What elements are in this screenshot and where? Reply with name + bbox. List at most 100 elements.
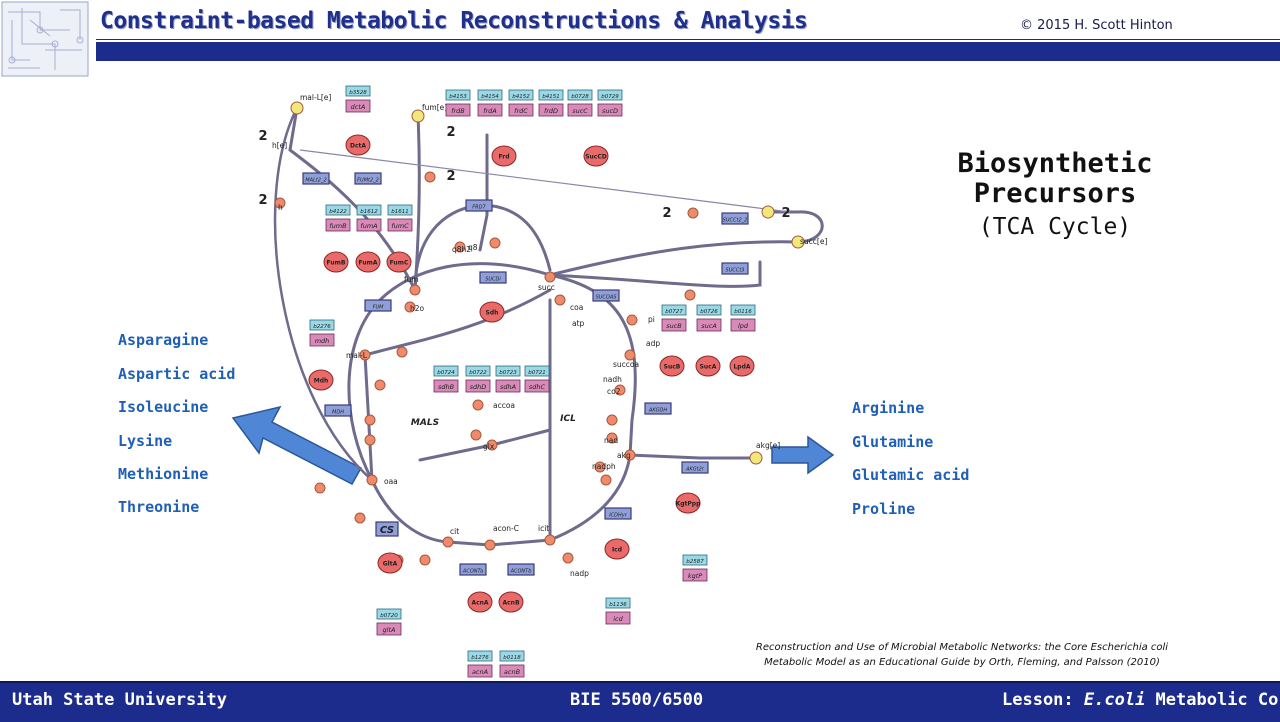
- gene-name-box: [661, 318, 687, 332]
- title-bar: [96, 42, 1280, 61]
- metabolite-node: [424, 171, 436, 183]
- reaction-label: AKGDH: [648, 408, 667, 414]
- metabolite-label: cit: [450, 527, 459, 536]
- gene-name-box: [376, 622, 402, 636]
- metabolite-node: [684, 289, 696, 301]
- protein-label: Frd: [499, 154, 510, 161]
- metabolite-node: [606, 414, 618, 426]
- protein-label: Icd: [612, 547, 622, 554]
- metabolite-node: [454, 241, 466, 253]
- reaction-box: [644, 402, 672, 415]
- metabolite-label: q8h2: [452, 245, 471, 254]
- gene-label: b0728: [571, 94, 589, 100]
- gene-label: b1276: [471, 655, 489, 661]
- pathway-edge: [363, 288, 552, 357]
- gene-label: b0721: [528, 370, 546, 376]
- protein-node: [345, 134, 371, 156]
- gene-name-box: [605, 611, 631, 625]
- metabolite-node: [544, 534, 556, 546]
- stoichiometry-label: 2: [446, 125, 455, 140]
- gene-name-label: sdhB: [438, 383, 455, 391]
- left-arrow-icon: [231, 405, 363, 485]
- protein-label: Mdh: [314, 378, 329, 385]
- reaction-label: ICDHyr: [609, 513, 628, 519]
- metabolite-node: [404, 301, 416, 313]
- protein-node: [604, 538, 630, 560]
- reaction-box: [592, 289, 620, 302]
- stoichiometry-label: 2: [662, 206, 671, 221]
- metabolite-label: pi: [648, 315, 655, 324]
- protein-label: Sdh: [486, 310, 499, 317]
- right-amino-acid: Glutamic acid: [852, 466, 970, 484]
- page-title: Constraint-based Metabolic Reconstructio…: [100, 8, 808, 34]
- metabolite-node: [411, 109, 425, 123]
- gene-name-label: mdh: [315, 337, 330, 345]
- gene-label: b3528: [349, 90, 367, 96]
- gene-name-label: fumA: [360, 222, 377, 230]
- metabolite-node: [354, 512, 366, 524]
- gene-label: b4151: [542, 94, 560, 100]
- reaction-label: SUCCt2_2: [723, 218, 748, 224]
- metabolite-node: [624, 449, 636, 461]
- gene-name-label: icd: [613, 615, 623, 623]
- gene-box: [597, 89, 623, 101]
- gene-name-label: sdhA: [500, 383, 516, 391]
- reaction-box: [681, 461, 709, 474]
- metabolite-node: [594, 461, 606, 473]
- gene-label: b2587: [686, 559, 704, 565]
- gene-box: [524, 365, 550, 377]
- metabolite-node: [364, 414, 376, 426]
- gene-label: b2276: [313, 324, 331, 330]
- gene-label: b4153: [449, 94, 467, 100]
- footer-lesson-suffix: Metabolic Core: [1155, 690, 1280, 710]
- protein-label: SucA: [700, 364, 717, 371]
- metabolite-node: [314, 482, 326, 494]
- protein-label: SucCD: [585, 154, 607, 161]
- protein-label: DctA: [350, 143, 366, 150]
- gene-name-box: [508, 103, 534, 117]
- copyright-notice: © 2015 H. Scott Hinton: [1020, 18, 1173, 33]
- protein-node: [323, 251, 349, 273]
- gene-box: [477, 89, 503, 101]
- gene-label: b0118: [503, 655, 521, 661]
- reaction-label: SUCCt3: [726, 268, 745, 274]
- reaction-box: [465, 199, 493, 212]
- metabolite-node: [562, 552, 574, 564]
- metabolite-node: [544, 271, 556, 283]
- gene-name-box: [538, 103, 564, 117]
- gene-label: b4122: [329, 209, 347, 215]
- metabolite-node: [396, 346, 408, 358]
- reaction-label: MALt2_2: [305, 178, 326, 184]
- gene-name-box: [597, 103, 623, 117]
- gene-name-box: [696, 318, 722, 332]
- gene-name-box: [495, 379, 521, 393]
- gene-name-box: [433, 379, 459, 393]
- metabolite-label: succ[e]: [800, 237, 827, 246]
- metabolite-node: [489, 237, 501, 249]
- stoichiometry-label: 2: [781, 206, 790, 221]
- gene-name-label: dctA: [351, 103, 366, 111]
- title-rule: [96, 39, 1280, 40]
- left-amino-acid: Asparagine: [118, 331, 209, 349]
- gene-name-box: [465, 379, 491, 393]
- gene-box: [465, 365, 491, 377]
- protein-node: [467, 591, 493, 613]
- pathway-edge: [446, 538, 552, 547]
- metabolite-label: fum[e]: [422, 103, 447, 112]
- gene-name-box: [345, 99, 371, 113]
- footer-lesson-italic: E.coli: [1083, 690, 1146, 710]
- metabolite-node: [600, 474, 612, 486]
- gene-label: b1612: [360, 209, 378, 215]
- protein-label: FumA: [359, 260, 378, 267]
- metabolite-label: mal-L: [346, 351, 368, 360]
- gene-label: b1136: [609, 602, 627, 608]
- metabolite-label: h[e]: [272, 141, 287, 150]
- protein-node: [729, 355, 755, 377]
- gene-name-label: lpd: [738, 322, 749, 330]
- metabolite-label: nadh: [603, 375, 622, 384]
- footer-lesson: Lesson: E.coli Metabolic Core: [1002, 690, 1280, 710]
- metabolite-label: akg: [617, 451, 631, 460]
- metabolite-label: fum: [404, 275, 419, 284]
- protein-label: SucB: [664, 364, 681, 371]
- reaction-box: [507, 563, 535, 576]
